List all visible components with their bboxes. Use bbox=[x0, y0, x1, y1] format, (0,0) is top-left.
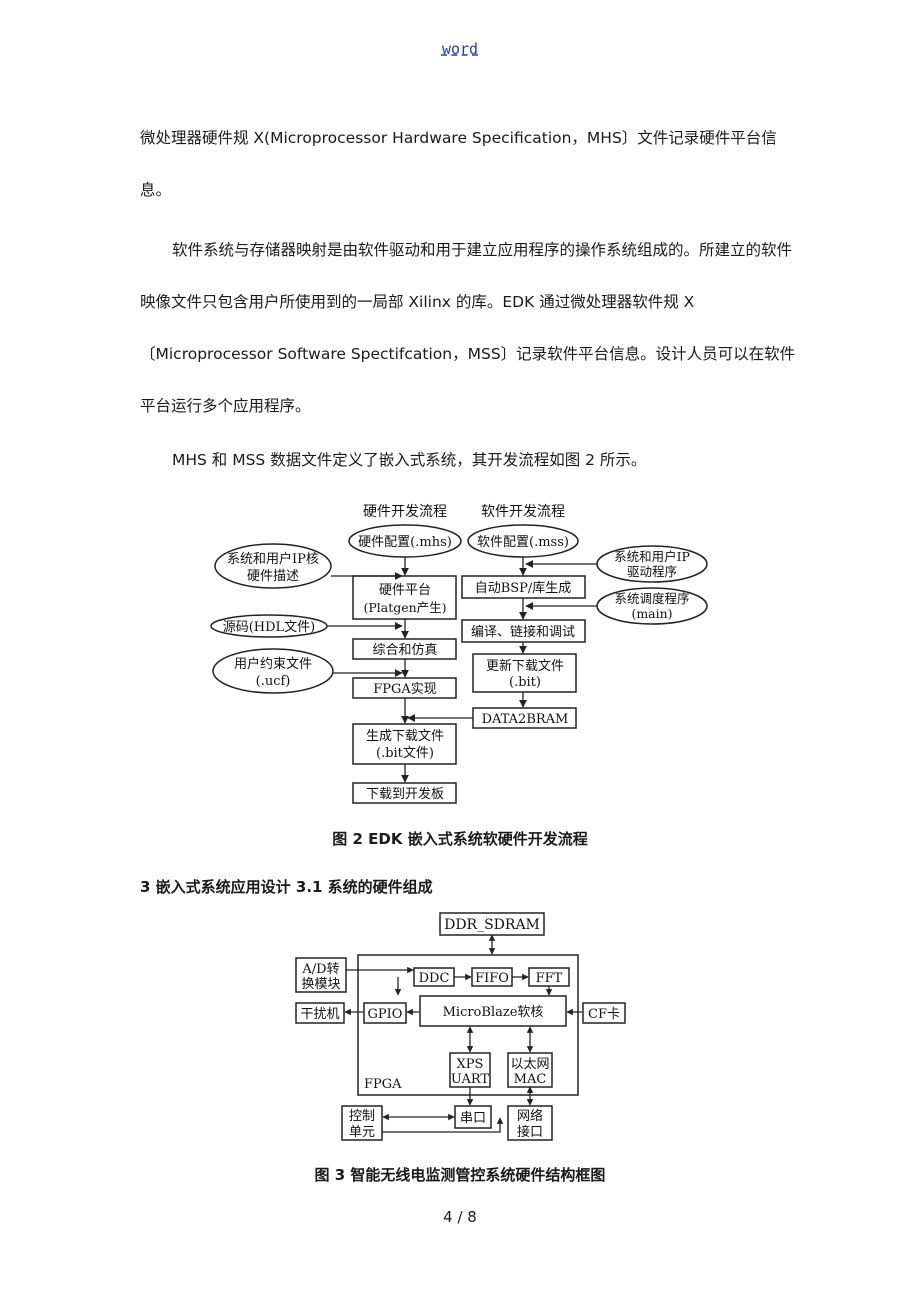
fig2-update-download-line1: 更新下载文件 bbox=[486, 658, 564, 674]
fig2-ip-desc-line1: 系统和用户IP核 bbox=[227, 551, 319, 567]
fig2-gen-download-line1: 生成下载文件 bbox=[366, 729, 444, 744]
paragraph-mhs: 微处理器硬件规 X(Microprocessor Hardware Specif… bbox=[140, 129, 777, 199]
fig3-fifo: FIFO bbox=[475, 971, 509, 986]
fig2-synth-sim: 综合和仿真 bbox=[372, 643, 437, 658]
paragraph-dev-flow: MHS 和 MSS 数据文件定义了嵌入式系统，其开发流程如图 2 所示。 bbox=[172, 451, 647, 469]
fig2-scheduler-line1: 系统调度程序 bbox=[614, 591, 689, 606]
fig3-ddr-sdram: DDR_SDRAM bbox=[444, 917, 540, 933]
fig2-hw-platform-line1: 硬件平台 bbox=[379, 583, 431, 598]
fig3-jammer: 干扰机 bbox=[300, 1007, 339, 1022]
fig2-download-board: 下载到开发板 bbox=[366, 786, 444, 802]
fig3-ethernet-line1: 以太网 bbox=[510, 1057, 549, 1072]
fig2-hw-platform-line2: (Platgen产生) bbox=[363, 600, 446, 615]
fig2-ip-desc-line2: 硬件描述 bbox=[247, 569, 299, 584]
fig3-control-line2: 单元 bbox=[349, 1125, 375, 1140]
fig3-xps-line2: UART bbox=[451, 1072, 490, 1087]
fig2-hw-config: 硬件配置(.mhs) bbox=[358, 535, 452, 550]
fig3-ddc: DDC bbox=[419, 971, 450, 986]
fig2-gen-download-line2: (.bit文件) bbox=[376, 746, 434, 761]
fig2-data2bram: DATA2BRAM bbox=[482, 712, 569, 727]
fig2-auto-bsp: 自动BSP/库生成 bbox=[475, 580, 572, 596]
fig3-cf-card: CF卡 bbox=[588, 1007, 620, 1022]
fig3-ethernet-line2: MAC bbox=[514, 1072, 547, 1087]
fig2-source-code: 源码(HDL文件) bbox=[223, 620, 316, 635]
fig3-fft: FFT bbox=[536, 971, 563, 986]
fig2-compile-link-debug: 编译、链接和调试 bbox=[471, 624, 575, 640]
fig2-update-download-line2: (.bit) bbox=[509, 675, 541, 690]
fig3-fpga-label: FPGA bbox=[364, 1077, 402, 1092]
fig2-hw-flow-title: 硬件开发流程 bbox=[363, 504, 447, 520]
page-number: 4 / 8 bbox=[443, 1208, 477, 1226]
fig2-ucf-line1: 用户约束文件 bbox=[234, 656, 312, 672]
fig3-gpio: GPIO bbox=[368, 1007, 403, 1022]
fig3-ad-line1: A/D转 bbox=[301, 962, 339, 977]
fig2-ucf-line2: (.ucf) bbox=[256, 674, 291, 689]
fig2-fpga-impl: FPGA实现 bbox=[373, 682, 437, 697]
fig2-sw-flow-title: 软件开发流程 bbox=[481, 504, 565, 520]
fig3-microblaze: MicroBlaze软核 bbox=[443, 1005, 544, 1020]
figure-3-hardware-block-diagram: DDR_SDRAM A/D转 换模块 DDC FIFO FFT 干扰机 GPIO… bbox=[295, 912, 626, 1141]
figure-2-edk-flow-diagram: 硬件开发流程 软件开发流程 硬件配置(.mhs) 软件配置(.mss) 系统和用… bbox=[210, 504, 708, 804]
section-heading-hardware: 3 嵌入式系统应用设计 3.1 系统的硬件组成 bbox=[140, 878, 433, 896]
fig3-network-line1: 网络 bbox=[517, 1108, 543, 1124]
fig3-network-line2: 接口 bbox=[517, 1124, 543, 1140]
fig2-scheduler-line2: (main) bbox=[631, 606, 672, 621]
fig3-control-line1: 控制 bbox=[349, 1109, 375, 1124]
figure-2-caption: 图 2 EDK 嵌入式系统软硬件开发流程 bbox=[332, 830, 588, 848]
fig3-xps-line1: XPS bbox=[457, 1057, 484, 1072]
fig3-serial-port: 串口 bbox=[460, 1111, 486, 1126]
header-word-link[interactable]: word bbox=[441, 40, 479, 58]
figure-3-caption: 图 3 智能无线电监测管控系统硬件结构框图 bbox=[314, 1166, 606, 1184]
paragraph-software-system: 软件系统与存储器映射是由软件驱动和用于建立应用程序的操作系统组成的。所建立的软件… bbox=[140, 241, 796, 415]
fig2-ip-driver-line1: 系统和用户IP bbox=[614, 549, 690, 564]
fig2-sw-config: 软件配置(.mss) bbox=[477, 535, 569, 550]
fig2-ip-driver-line2: 驱动程序 bbox=[627, 564, 677, 579]
fig3-ad-line2: 换模块 bbox=[301, 977, 340, 992]
